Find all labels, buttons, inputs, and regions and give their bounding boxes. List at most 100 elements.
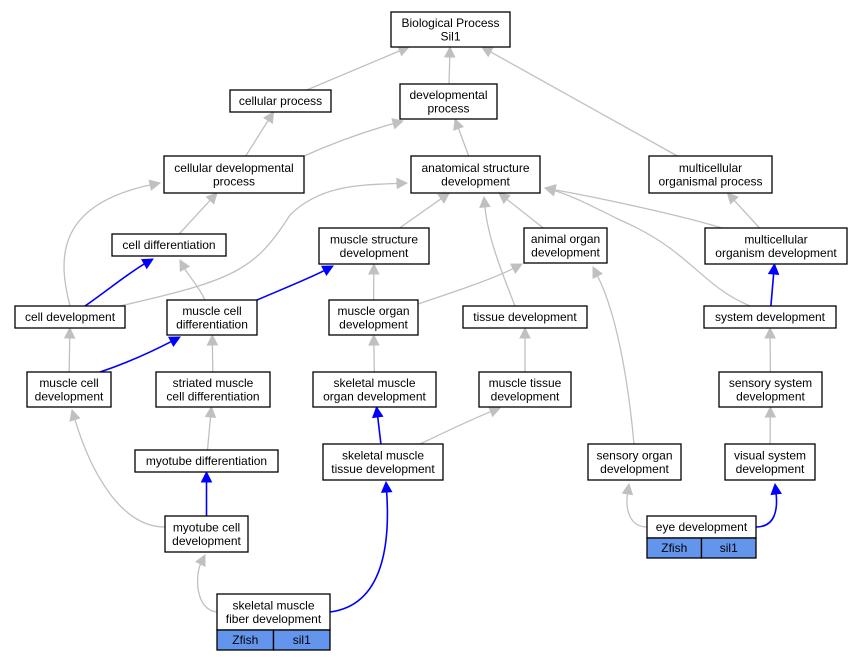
node-label-line: sensory organ (596, 448, 672, 462)
edge-line (755, 492, 778, 528)
edge-arrowhead (367, 262, 380, 275)
edge-line (419, 410, 492, 445)
node-label-line: cell differentiation (122, 238, 215, 252)
node-tissue-development[interactable]: tissue development (462, 305, 588, 329)
edges-layer (63, 45, 782, 613)
edge-cellular-developmental-process-to-developmental-process (303, 118, 405, 157)
edge-line (376, 415, 382, 445)
edge-myotube-cell-development-to-myotube-differentiation (200, 470, 213, 516)
node-label-line: organismal process (658, 174, 762, 188)
edge-line (256, 269, 326, 301)
annotation-tag-label: sil1 (720, 541, 738, 555)
edge-line (457, 127, 470, 157)
node-box (163, 155, 305, 194)
edge-line (626, 492, 648, 528)
edge-skeletal-muscle-tissue-development-to-muscle-tissue-development (419, 406, 502, 445)
edge-system-development-to-anatomical-structure-development (543, 185, 751, 307)
node-label-line: multicellular (679, 161, 742, 175)
edge-sensory-system-development-to-system-development (764, 326, 776, 373)
node-box (523, 227, 608, 264)
edge-skeletal-muscle-tissue-development-to-skeletal-muscle-organ-development (372, 405, 384, 445)
edge-anatomical-structure-development-to-developmental-process (453, 117, 470, 157)
node-cellular-process[interactable]: cellular process (229, 89, 332, 113)
edge-line (73, 418, 166, 528)
node-box (312, 371, 437, 408)
edge-line (178, 199, 212, 235)
edge-arrowhead (368, 333, 380, 346)
edge-muscle-organ-development-to-animal-organ-development (417, 263, 523, 305)
node-label-line: muscle tissue (489, 376, 562, 390)
node-label-line: eye development (656, 520, 748, 534)
edge-line (399, 197, 443, 229)
node-label-line: cellular process (239, 94, 322, 108)
edge-muscle-cell-development-to-cell-development (63, 326, 76, 373)
edge-arrowhead (488, 406, 502, 418)
node-label-line: development (491, 389, 560, 403)
node-cell-development[interactable]: cell development (14, 305, 126, 329)
edge-arrowhead (396, 177, 409, 190)
edge-line (553, 188, 723, 229)
edge-line (68, 336, 71, 373)
edge-line (63, 184, 152, 307)
edge-arrowhead (592, 266, 603, 279)
edge-arrowhead (195, 554, 206, 567)
node-label-line: skeletal muscle (333, 376, 415, 390)
node-label-line: process (427, 101, 469, 115)
edge-line (770, 272, 775, 307)
edge-arrowhead (543, 185, 557, 197)
node-label-line: cell differentiation (166, 389, 259, 403)
edge-arrowhead (391, 118, 405, 130)
edge-line (196, 562, 218, 613)
edge-muscle-cell-differentiation-to-muscle-structure-development (256, 265, 334, 301)
node-label-line: process (213, 174, 255, 188)
node-label-line: cellular developmental (174, 161, 293, 175)
edge-arrowhead (321, 265, 334, 277)
node-box (322, 443, 444, 481)
edge-line (329, 490, 389, 613)
node-box (704, 227, 848, 265)
edge-line (733, 199, 760, 229)
node-myotube-differentiation[interactable]: myotube differentiation (134, 449, 279, 473)
edge-skeletal-muscle-fiber-development-to-skeletal-muscle-tissue-development (329, 480, 393, 613)
node-box (648, 155, 773, 194)
edge-cell-development-to-cell-differentiation (84, 258, 154, 307)
node-system-development[interactable]: system development (703, 305, 837, 329)
node-label-line: development (441, 174, 510, 188)
node-label-line: organ development (323, 389, 426, 403)
edge-arrowhead (179, 259, 191, 272)
edge-arrowhead (63, 326, 76, 339)
node-cell-differentiation[interactable]: cell differentiation (111, 233, 227, 257)
edge-eye-development-to-visual-system-development (755, 482, 782, 528)
node-label-line: skeletal muscle (232, 598, 314, 612)
node-label-line: visual system (734, 448, 806, 462)
node-box (14, 305, 126, 329)
node-box (462, 305, 588, 329)
edge-arrowhead (726, 192, 739, 205)
edge-multicellular-organismal-process-to-bp (480, 46, 678, 157)
node-label-line: organism development (715, 246, 837, 260)
edge-line (505, 198, 544, 229)
node-label-line: muscle cell (39, 376, 98, 390)
